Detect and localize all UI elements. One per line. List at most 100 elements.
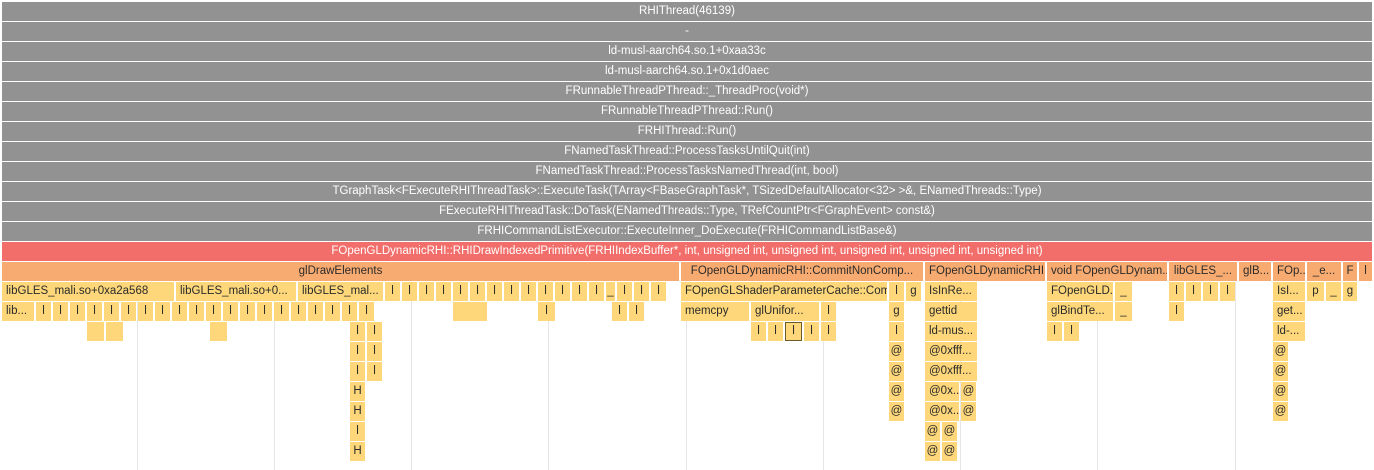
- flame-frame[interactable]: FOpenGLDynamicRHI::RHIDrawIndexedPrimiti…: [2, 242, 1372, 261]
- flame-frame[interactable]: l: [206, 302, 221, 321]
- flame-frame[interactable]: libGLES_...: [1169, 262, 1237, 281]
- flame-frame[interactable]: glBindTe...: [1047, 302, 1113, 321]
- flame-frame[interactable]: l: [350, 362, 365, 381]
- flame-frame[interactable]: H: [350, 402, 365, 421]
- flame-frame[interactable]: memcpy: [681, 302, 749, 321]
- flame-frame[interactable]: l: [223, 302, 238, 321]
- flame-frame[interactable]: l: [1047, 322, 1062, 341]
- flame-frame[interactable]: RHIThread(46139): [2, 2, 1372, 21]
- flame-frame[interactable]: l: [1064, 322, 1079, 341]
- flame-frame[interactable]: [210, 322, 227, 341]
- flame-frame[interactable]: lib...: [2, 302, 34, 321]
- flame-frame[interactable]: @0xfff...: [925, 362, 977, 381]
- flame-frame[interactable]: ld-musl-aarch64.so.1+0x1d0aec: [2, 62, 1372, 81]
- flame-frame[interactable]: l: [350, 422, 365, 441]
- flame-frame[interactable]: l: [325, 302, 340, 321]
- flame-frame[interactable]: @0xfff...: [925, 342, 977, 361]
- flame-frame[interactable]: l: [189, 302, 204, 321]
- flame-frame[interactable]: @: [942, 442, 957, 461]
- flame-frame[interactable]: l: [889, 322, 904, 341]
- flame-frame[interactable]: @: [925, 442, 940, 461]
- flame-frame[interactable]: l: [436, 282, 451, 301]
- flame-frame[interactable]: l: [521, 282, 536, 301]
- flame-frame[interactable]: l: [70, 302, 85, 321]
- flame-frame[interactable]: IsInRe...: [925, 282, 977, 301]
- flame-frame[interactable]: FOpenGLShaderParameterCache::Com...: [681, 282, 887, 301]
- flame-frame[interactable]: FOpenGLDynamicRHI...: [925, 262, 1045, 281]
- flame-frame[interactable]: @: [889, 402, 904, 421]
- flame-frame[interactable]: glUnifor...: [751, 302, 819, 321]
- flame-frame[interactable]: l: [538, 282, 553, 301]
- flame-frame[interactable]: l: [367, 342, 382, 361]
- flame-frame[interactable]: l: [634, 282, 649, 301]
- flame-frame[interactable]: libGLES_mali.so+0...: [176, 282, 296, 301]
- flame-frame[interactable]: l: [1186, 282, 1201, 301]
- flame-frame[interactable]: l: [470, 282, 485, 301]
- flame-frame[interactable]: H: [350, 382, 365, 401]
- flame-frame[interactable]: l: [785, 322, 802, 341]
- flame-frame[interactable]: @: [961, 382, 976, 401]
- flame-frame[interactable]: void FOpenGLDynam...: [1047, 262, 1167, 281]
- flame-frame[interactable]: @: [961, 402, 976, 421]
- flame-frame[interactable]: ld-mus...: [925, 322, 977, 341]
- flame-frame[interactable]: _: [606, 282, 615, 301]
- flame-frame[interactable]: FExecuteRHIThreadTask::DoTask(ENamedThre…: [2, 202, 1372, 221]
- flame-frame[interactable]: get...: [1273, 302, 1305, 321]
- flame-frame[interactable]: FNamedTaskThread::ProcessTasksNamedThrea…: [2, 162, 1372, 181]
- flame-frame[interactable]: gettid: [925, 302, 977, 321]
- flame-frame[interactable]: l: [87, 302, 102, 321]
- flame-frame[interactable]: l: [36, 302, 51, 321]
- flame-frame[interactable]: FOp...: [1273, 262, 1305, 281]
- flame-frame[interactable]: l: [121, 302, 136, 321]
- flame-frame[interactable]: l: [359, 302, 374, 321]
- flame-frame[interactable]: @: [889, 342, 904, 361]
- flame-frame[interactable]: [453, 302, 487, 321]
- flame-frame[interactable]: l: [240, 302, 255, 321]
- flame-frame[interactable]: libGLES_mali.so+0xa2a568: [2, 282, 174, 301]
- flame-frame[interactable]: l: [804, 322, 819, 341]
- flame-frame[interactable]: FRunnableThreadPThread::Run(): [2, 102, 1372, 121]
- flame-frame[interactable]: @: [1273, 382, 1288, 401]
- flame-frame[interactable]: l: [53, 302, 68, 321]
- flame-frame[interactable]: @: [942, 422, 957, 441]
- flame-frame[interactable]: p: [1307, 282, 1324, 301]
- flame-frame[interactable]: l: [172, 302, 187, 321]
- flame-frame[interactable]: @0x...: [925, 402, 959, 421]
- flame-frame[interactable]: l: [487, 282, 502, 301]
- flame-frame[interactable]: l: [555, 282, 570, 301]
- flame-frame[interactable]: l: [419, 282, 434, 301]
- flame-frame[interactable]: FRHICommandListExecutor::ExecuteInner_Do…: [2, 222, 1372, 241]
- flame-frame[interactable]: glB...: [1239, 262, 1271, 281]
- flame-frame[interactable]: l: [572, 282, 587, 301]
- flame-frame[interactable]: @: [1273, 402, 1288, 421]
- flame-frame[interactable]: l: [751, 322, 766, 341]
- flame-frame[interactable]: l: [342, 302, 357, 321]
- flame-frame[interactable]: g: [1343, 282, 1357, 301]
- flame-frame[interactable]: l: [138, 302, 153, 321]
- flame-frame[interactable]: l: [1169, 282, 1184, 301]
- flame-frame[interactable]: l: [350, 342, 365, 361]
- flame-frame[interactable]: TGraphTask<FExecuteRHIThreadTask>::Execu…: [2, 182, 1372, 201]
- flame-frame[interactable]: l: [1169, 302, 1184, 321]
- flame-frame[interactable]: ld-...: [1273, 322, 1305, 341]
- flame-frame[interactable]: _: [1115, 302, 1132, 321]
- flame-frame[interactable]: l: [629, 302, 644, 321]
- flame-frame[interactable]: libGLES_mal...: [298, 282, 383, 301]
- flame-frame[interactable]: @: [1273, 342, 1288, 361]
- flame-frame[interactable]: l: [612, 302, 627, 321]
- flame-frame[interactable]: FOpenGLDynamicRHI::CommitNonComp...: [681, 262, 923, 281]
- flame-frame[interactable]: @: [889, 362, 904, 381]
- flame-frame[interactable]: l: [889, 282, 904, 301]
- flame-frame[interactable]: l: [453, 282, 468, 301]
- flame-frame[interactable]: l: [367, 322, 382, 341]
- flame-frame[interactable]: IsI...: [1273, 282, 1305, 301]
- flame-frame[interactable]: @: [889, 382, 904, 401]
- flame-frame[interactable]: [106, 322, 123, 341]
- flame-frame[interactable]: l: [589, 282, 604, 301]
- flame-frame[interactable]: ld-musl-aarch64.so.1+0xaa33c: [2, 42, 1372, 61]
- flame-frame[interactable]: FRHIThread::Run(): [2, 122, 1372, 141]
- flame-frame[interactable]: l: [104, 302, 119, 321]
- flame-frame[interactable]: l: [821, 322, 836, 341]
- flame-frame[interactable]: FOpenGLD...: [1047, 282, 1113, 301]
- flame-frame[interactable]: l: [402, 282, 417, 301]
